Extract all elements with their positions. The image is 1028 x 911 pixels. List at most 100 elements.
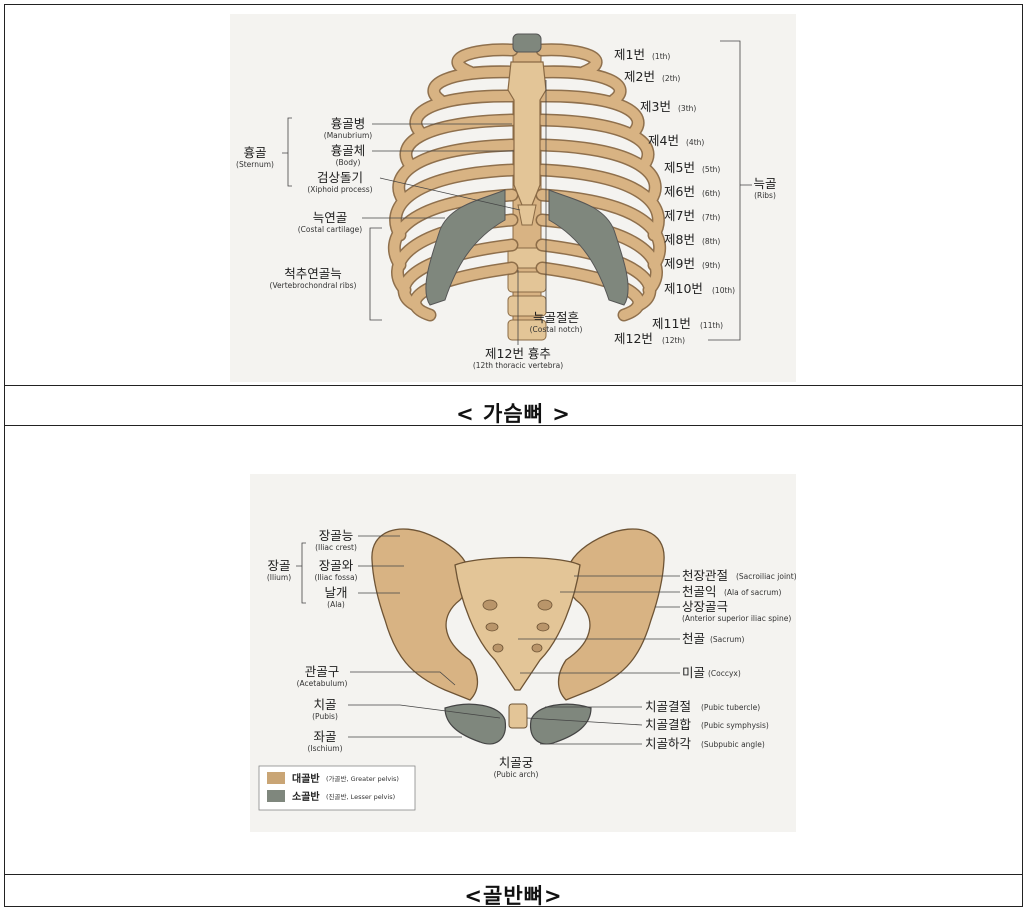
rib-cage [394, 34, 659, 340]
svg-text:(Anterior superior iliac spine: (Anterior superior iliac spine) [682, 614, 791, 623]
ribs-group-label: 늑골 (Ribs) [753, 176, 776, 200]
svg-text:척추연골늑: 척추연골늑 [284, 266, 342, 281]
svg-text:(Ilium): (Ilium) [267, 573, 291, 582]
svg-text:(12th thoracic vertebra): (12th thoracic vertebra) [473, 361, 563, 370]
svg-text:(Iliac crest): (Iliac crest) [315, 543, 357, 552]
costal-cartilage-label: 늑연골 (Costal cartilage) [298, 210, 363, 234]
svg-text:치골: 치골 [313, 697, 336, 712]
pubic-arch-label: 치골궁 (Pubic arch) [494, 755, 539, 779]
svg-text:상장골극: 상장골극 [682, 599, 728, 614]
svg-text:(Ala): (Ala) [327, 600, 345, 609]
costal-notch-label: 늑골절흔 (Costal notch) [530, 310, 583, 334]
svg-text:(Ischium): (Ischium) [308, 744, 343, 753]
svg-text:흉골: 흉골 [243, 145, 266, 160]
sacroiliac-label: 천장관절 (Sacroiliac joint) [682, 568, 796, 583]
rib-label: 제9번 [664, 256, 695, 271]
pubic-tubercle-label: 치골결절 (Pubic tubercle) [645, 699, 760, 714]
svg-text:늑골절흔: 늑골절흔 [533, 310, 579, 325]
svg-text:날개: 날개 [324, 585, 347, 600]
svg-text:(Ala of sacrum): (Ala of sacrum) [724, 588, 782, 597]
rib-sub-label: (10th) [712, 286, 735, 295]
rib-sub-label: (1th) [652, 52, 670, 61]
svg-text:(Pubic arch): (Pubic arch) [494, 770, 539, 779]
svg-text:(Coccyx): (Coccyx) [708, 669, 741, 678]
manubrium-label: 흉골병 (Manubrium) [324, 116, 372, 140]
ischium-label: 좌골 (Ischium) [308, 729, 343, 753]
svg-text:소골반: 소골반 [292, 790, 320, 803]
svg-text:천골: 천골 [682, 631, 705, 646]
svg-text:(Sternum): (Sternum) [236, 160, 274, 169]
svg-text:(Iliac fossa): (Iliac fossa) [315, 573, 358, 582]
rib-label: 제1번 [614, 47, 645, 62]
legend: 대골반 (가골반, Greater pelvis) 소골반 (진골반, Less… [259, 766, 415, 810]
rib-sub-label: (3th) [678, 104, 696, 113]
rib-label: 제8번 [664, 232, 695, 247]
rib-sub-label: (4th) [686, 138, 704, 147]
svg-text:(Pubis): (Pubis) [312, 712, 338, 721]
thorax-caption: < 가슴뼈 > [4, 398, 1023, 428]
rib-label: 제7번 [664, 208, 695, 223]
svg-text:(진골반, Lesser pelvis): (진골반, Lesser pelvis) [326, 792, 395, 801]
thorax-illustration: 흉골 (Sternum) 흉골병 (Manubrium) 흉골체 (Body) … [230, 14, 796, 382]
svg-text:(Pubic tubercle): (Pubic tubercle) [701, 703, 760, 712]
pelvis-bones [372, 529, 664, 744]
svg-text:(Ribs): (Ribs) [754, 191, 776, 200]
iliac-fossa-label: 장골와 (Iliac fossa) [315, 558, 358, 582]
svg-text:장골와: 장골와 [319, 558, 354, 573]
svg-text:(Sacroiliac joint): (Sacroiliac joint) [736, 572, 796, 581]
svg-text:(Acetabulum): (Acetabulum) [297, 679, 348, 688]
rib-sub-label: (2th) [662, 74, 680, 83]
rib-label: 제5번 [664, 160, 695, 175]
rib-sub-label: (9th) [702, 261, 720, 270]
vertebrochondral-label: 척추연골늑 (Vertebrochondral ribs) [270, 266, 357, 290]
iliac-crest-label: 장골능 (Iliac crest) [315, 528, 357, 552]
svg-text:관골구: 관골구 [305, 664, 340, 679]
svg-text:천골익: 천골익 [682, 584, 717, 599]
svg-text:(Costal notch): (Costal notch) [530, 325, 583, 334]
svg-text:검상돌기: 검상돌기 [317, 170, 363, 185]
svg-text:늑골: 늑골 [753, 176, 776, 191]
legend-swatch-lesser [267, 790, 285, 802]
rib-label: 제11번 [652, 316, 691, 331]
svg-text:치골결합: 치골결합 [645, 717, 692, 732]
rib-label: 제12번 [614, 331, 653, 346]
legend-swatch-greater [267, 772, 285, 784]
xiphoid-label: 검상돌기 (Xiphoid process) [307, 170, 372, 194]
svg-text:(Vertebrochondral ribs): (Vertebrochondral ribs) [270, 281, 357, 290]
svg-text:치골하각: 치골하각 [645, 736, 692, 751]
divider [4, 874, 1023, 875]
svg-text:천장관절: 천장관절 [682, 568, 728, 583]
pubic-symphysis-label: 치골결합 (Pubic symphysis) [645, 717, 769, 732]
rib-label: 제2번 [624, 69, 655, 84]
rib-sub-label: (11th) [700, 321, 723, 330]
rib-label: 제10번 [664, 281, 703, 296]
rib-sub-label: (7th) [702, 213, 720, 222]
vertebra12-label: 제12번 흉추 (12th thoracic vertebra) [473, 346, 563, 370]
pelvis-illustration: 장골 (Ilium) 장골능 (Iliac crest) 장골와 (Iliac … [250, 474, 796, 832]
svg-text:치골궁: 치골궁 [499, 755, 534, 770]
svg-text:(Xiphoid process): (Xiphoid process) [307, 185, 372, 194]
svg-text:(Subpubic angle): (Subpubic angle) [701, 740, 765, 749]
svg-text:늑연골: 늑연골 [313, 210, 348, 225]
svg-text:(가골반, Greater pelvis): (가골반, Greater pelvis) [326, 774, 399, 783]
rib-label: 제6번 [664, 184, 695, 199]
coccyx-label: 미골 (Coccyx) [682, 665, 741, 680]
pelvis-caption: <골반뼈> [4, 880, 1023, 910]
rib-label: 제3번 [640, 99, 671, 114]
sacrum-label: 천골 (Sacrum) [682, 631, 745, 646]
pubis-label: 치골 (Pubis) [312, 697, 338, 721]
rib-sub-label: (6th) [702, 189, 720, 198]
svg-text:좌골: 좌골 [313, 729, 336, 744]
divider [4, 385, 1023, 386]
svg-text:미골: 미골 [682, 665, 705, 680]
acetabulum-label: 관골구 (Acetabulum) [297, 664, 348, 688]
body-label: 흉골체 (Body) [331, 143, 366, 167]
rib-label: 제4번 [648, 133, 679, 148]
svg-text:흉골병: 흉골병 [331, 116, 366, 131]
svg-text:흉골체: 흉골체 [331, 143, 366, 158]
svg-text:장골: 장골 [267, 558, 290, 573]
svg-text:(Manubrium): (Manubrium) [324, 131, 372, 140]
svg-text:(Body): (Body) [336, 158, 361, 167]
rib-sub-label: (12th) [662, 336, 685, 345]
svg-text:(Sacrum): (Sacrum) [710, 635, 745, 644]
